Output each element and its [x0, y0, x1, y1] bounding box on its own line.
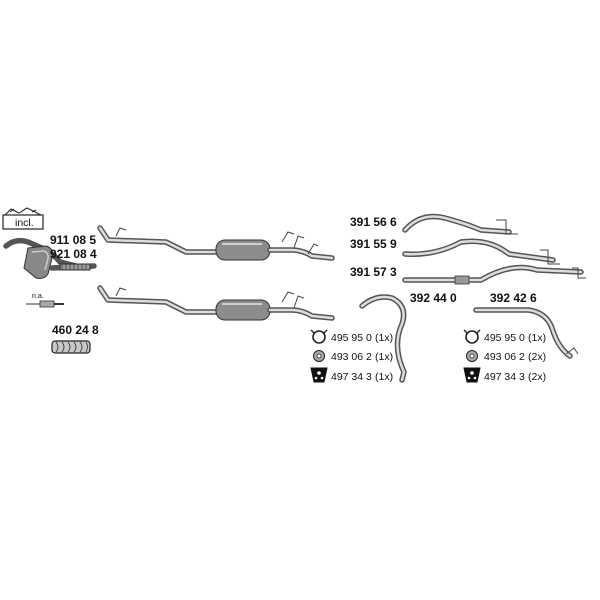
rubber-hanger-icon [463, 367, 481, 383]
rear-pipe-1 [402, 213, 518, 235]
kit-box-icon [2, 207, 44, 230]
part-number-tail-2: 392 42 6 [490, 291, 537, 305]
na-label: n.a. [32, 293, 44, 300]
part-number-rear-3: 391 57 3 [350, 265, 397, 279]
fitting-left-1-part: 495 95 0 [331, 332, 372, 344]
rear-pipe-3 [402, 264, 586, 285]
fitting-right-2-qty: (2x) [528, 351, 546, 363]
fitting-left-3-qty: (1x) [375, 371, 393, 383]
fitting-right-1-part: 495 95 0 [484, 332, 525, 344]
fitting-right-1-qty: (1x) [528, 332, 546, 344]
part-number-tail-1: 392 44 0 [410, 291, 457, 305]
flex-pipe [51, 340, 91, 354]
tailpipe-2 [473, 307, 579, 359]
fitting-left-2-qty: (1x) [375, 351, 393, 363]
part-number-cat-1: 911 08 5 [50, 233, 96, 247]
part-number-flex: 460 24 8 [52, 323, 99, 337]
clamp-ring-icon [463, 329, 481, 344]
fitting-left-2-part: 493 06 2 [331, 351, 372, 363]
exhaust-system-upper [97, 225, 335, 261]
lambda-sensor-icon [26, 300, 64, 308]
fitting-right-3-part: 497 34 3 [484, 371, 525, 383]
part-number-rear-1: 391 56 6 [350, 215, 397, 229]
kit-label: incl. [15, 217, 34, 229]
gasket-icon [313, 350, 325, 362]
fitting-left-3-part: 497 34 3 [331, 371, 372, 383]
fitting-right-3-qty: (2x) [528, 371, 546, 383]
exhaust-system-lower [97, 285, 335, 321]
fitting-left-1-qty: (1x) [375, 332, 393, 344]
tailpipe-1 [359, 294, 407, 383]
gasket-icon [466, 350, 478, 362]
part-number-rear-2: 391 55 9 [350, 237, 397, 251]
rear-pipe-2 [402, 238, 560, 265]
clamp-ring-icon [310, 329, 328, 344]
rubber-hanger-icon [310, 367, 328, 383]
catalytic-converter [3, 237, 97, 279]
part-number-cat-2: 921 08 4 [50, 247, 97, 261]
fitting-right-2-part: 493 06 2 [484, 351, 525, 363]
